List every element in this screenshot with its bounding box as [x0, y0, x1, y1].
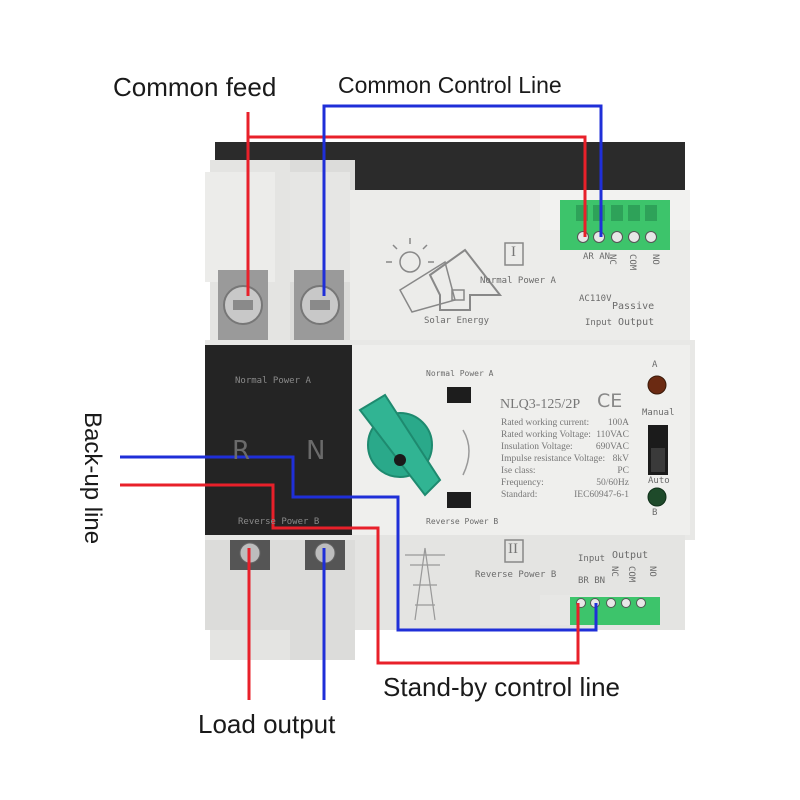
spec-row: Ise class:PC — [501, 466, 629, 476]
spec-table: Rated working current:100A Rated working… — [501, 417, 629, 501]
lower-no-label: NO — [647, 566, 657, 577]
logo-text: Solar Energy — [424, 316, 490, 326]
lower-com-label: COM — [626, 566, 636, 583]
window-reverse — [447, 492, 471, 508]
upper-passive-label: Passive — [612, 301, 655, 312]
lower-input-label: Input — [578, 554, 606, 564]
pylon-logo — [405, 547, 445, 621]
spec-row: Rated working current:100A — [501, 418, 629, 428]
center-bottom-label: Reverse Power B — [426, 517, 499, 526]
spec-row: Standard:IEC60947-6-1 — [501, 490, 629, 500]
model-number: NLQ3-125/2P — [500, 397, 581, 412]
backup-line-blue — [120, 455, 598, 632]
label-load-output: Load output — [198, 709, 336, 739]
spec-row: Insulation Voltage:690VAC — [501, 442, 629, 452]
ce-mark: CE — [597, 390, 623, 412]
upper-com-label: COM — [627, 254, 637, 271]
led-b-label: B — [652, 508, 658, 518]
lower-br-bn-label: BR BN — [578, 576, 606, 586]
manual-label: Manual — [642, 408, 675, 418]
upper-ar-an-label: AR AN — [583, 252, 611, 262]
label-common-feed: Common feed — [113, 72, 277, 102]
upper-input-label: Input — [585, 318, 613, 328]
upper-no-label: NO — [650, 254, 660, 265]
label-back-up-line: Back-up line — [79, 412, 106, 545]
spec-row: Impulse resistance Voltage:8kV — [501, 454, 629, 464]
spec-row: Frequency:50/60Hz — [501, 478, 629, 488]
auto-label: Auto — [648, 476, 670, 486]
backup-line-red — [120, 483, 580, 665]
label-common-control-line: Common Control Line — [338, 72, 562, 98]
spec-row: Rated working Voltage:110VAC — [501, 430, 629, 440]
lower-output-label: Output — [612, 550, 649, 561]
center-top-label: Normal Power A — [426, 369, 494, 378]
lower-reverse-power-label: Reverse Power B — [475, 570, 557, 580]
upper-normal-power-label: Normal Power A — [480, 276, 556, 286]
led-b — [647, 487, 667, 507]
black-panel-top-label: Normal Power A — [235, 376, 311, 386]
upper-voltage-label: AC110V — [579, 294, 612, 304]
common-control-wire — [322, 104, 603, 296]
led-a-label: A — [652, 360, 658, 370]
lower-roman-numeral: II — [508, 541, 518, 557]
black-panel — [205, 345, 352, 535]
label-stand-by-control-line: Stand-by control line — [383, 672, 621, 702]
solar-logo — [386, 238, 503, 313]
window-normal — [447, 387, 471, 403]
terminal-n-label: N — [306, 436, 326, 466]
lower-nc-label: NC — [609, 566, 619, 577]
upper-roman-numeral: I — [511, 244, 516, 260]
terminal-r-label: R — [232, 436, 251, 466]
upper-nc-label: NC — [607, 254, 617, 265]
black-panel-bottom-label: Reverse Power B — [238, 517, 320, 527]
led-a — [647, 375, 667, 395]
upper-output-label: Output — [618, 317, 655, 328]
